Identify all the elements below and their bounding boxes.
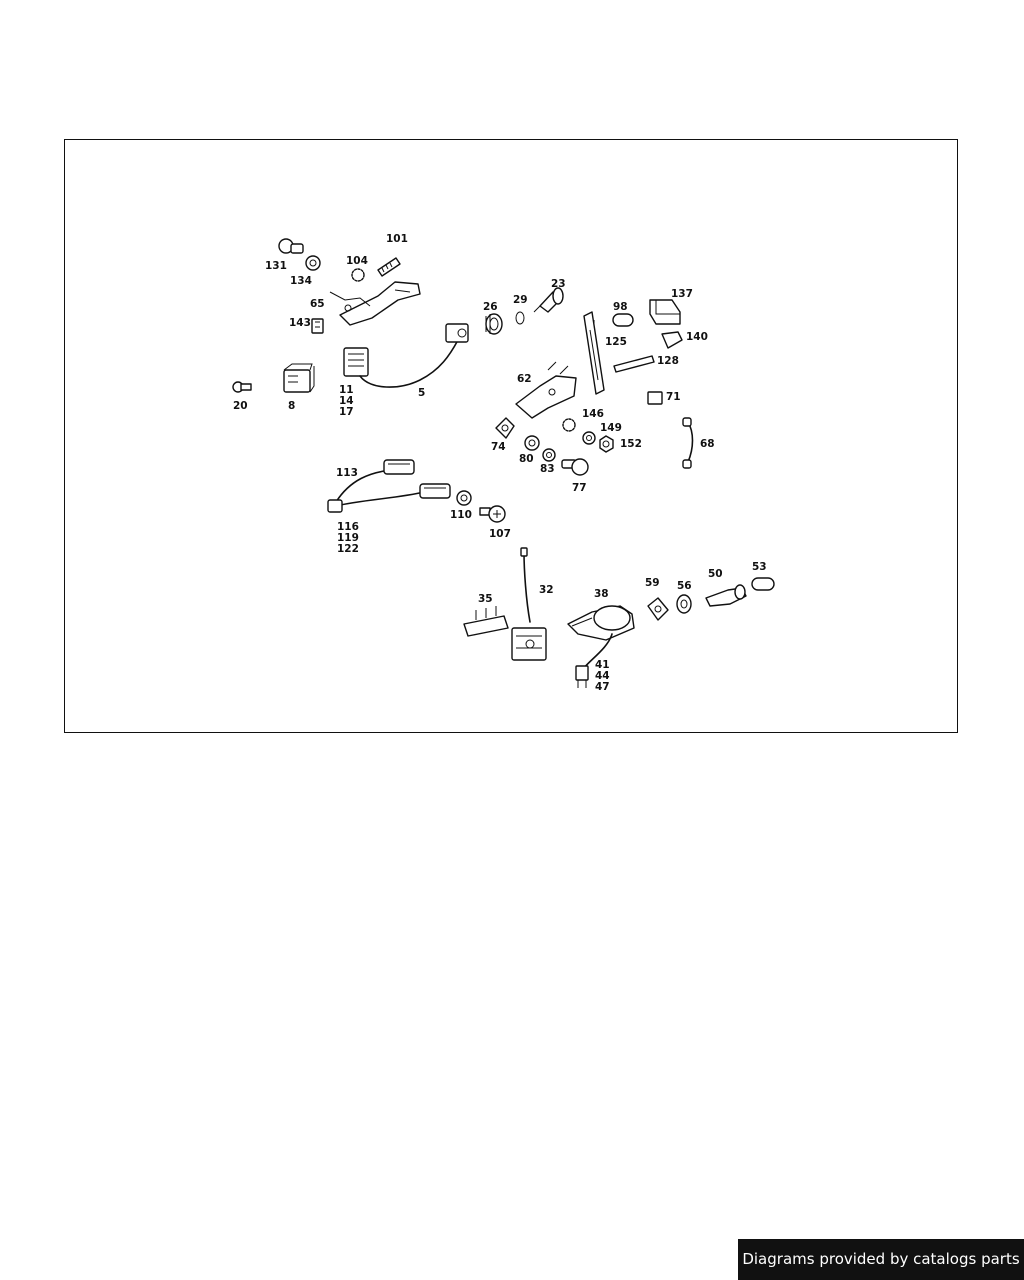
part-8-relay (283, 363, 315, 393)
part-11-connector (343, 347, 369, 377)
part-110-washer (456, 490, 472, 506)
label-8: 8 (288, 400, 295, 412)
part-149-washer (582, 431, 596, 445)
label-101: 101 (386, 233, 408, 245)
label-20: 20 (233, 400, 248, 412)
label-65: 65 (310, 298, 325, 310)
label-137: 137 (671, 288, 693, 300)
diagram-frame (64, 139, 958, 733)
label-146: 146 (582, 408, 604, 420)
label-41: 41 (595, 659, 610, 671)
part-134-washer (305, 255, 321, 271)
part-152-nut (599, 435, 614, 453)
label-68: 68 (700, 438, 715, 450)
label-29: 29 (513, 294, 528, 306)
part-32-valve (511, 627, 547, 661)
part-131-bolt (278, 238, 304, 254)
label-32: 32 (539, 584, 554, 596)
label-134: 134 (290, 275, 312, 287)
label-26: 26 (483, 301, 498, 313)
part-68-cable (682, 417, 694, 469)
label-125: 125 (605, 336, 627, 348)
part-146-gear (562, 418, 576, 432)
label-152: 152 (620, 438, 642, 450)
part-56-bushing (676, 594, 692, 614)
part-77-bolt (561, 458, 589, 476)
label-80: 80 (519, 453, 534, 465)
label-140: 140 (686, 331, 708, 343)
part-23-knob (533, 287, 564, 313)
part-65-lever (329, 281, 421, 326)
label-128: 128 (657, 355, 679, 367)
part-59-gasket (647, 597, 669, 621)
label-47: 47 (595, 681, 610, 693)
label-53: 53 (752, 561, 767, 573)
label-116: 116 (337, 521, 359, 533)
label-11: 11 (339, 384, 354, 396)
label-77: 77 (572, 482, 587, 494)
part-62-lever (515, 361, 577, 419)
part-41-plug (575, 633, 613, 688)
label-113: 113 (336, 467, 358, 479)
part-71-clip (647, 391, 663, 405)
part-137-housing (649, 299, 681, 325)
part-125-rail (583, 311, 605, 395)
part-98-bulb (612, 313, 634, 327)
label-149: 149 (600, 422, 622, 434)
label-83: 83 (540, 463, 555, 475)
part-26-grommet (485, 313, 503, 335)
part-74-bracket (495, 417, 515, 439)
part-32-cable (520, 547, 531, 623)
label-14: 14 (339, 395, 354, 407)
label-98: 98 (613, 301, 628, 313)
footer-banner: Diagrams provided by catalogs parts (738, 1239, 1024, 1280)
part-5-harness (359, 323, 469, 388)
part-113-harness (327, 459, 451, 513)
label-74: 74 (491, 441, 506, 453)
label-5: 5 (418, 387, 425, 399)
label-35: 35 (478, 593, 493, 605)
label-38: 38 (594, 588, 609, 600)
label-107: 107 (489, 528, 511, 540)
label-62: 62 (517, 373, 532, 385)
part-80-washer (524, 435, 540, 451)
part-53-cap (751, 577, 775, 591)
part-101-bolt (377, 257, 401, 277)
label-131: 131 (265, 260, 287, 272)
label-122: 122 (337, 543, 359, 555)
label-44: 44 (595, 670, 610, 682)
label-56: 56 (677, 580, 692, 592)
label-110: 110 (450, 509, 472, 521)
label-119: 119 (337, 532, 359, 544)
part-128-pin (613, 355, 655, 373)
part-83-washer (542, 448, 556, 462)
part-29-ring (515, 311, 525, 325)
label-23: 23 (551, 278, 566, 290)
label-104: 104 (346, 255, 368, 267)
part-20-bolt (232, 381, 252, 393)
part-104-gear (351, 268, 365, 282)
label-143: 143 (289, 317, 311, 329)
part-50-switch (705, 584, 747, 607)
label-50: 50 (708, 568, 723, 580)
part-38-motor (567, 605, 635, 641)
part-140-clip (661, 331, 683, 349)
part-107-screw (479, 505, 506, 523)
part-35-block (463, 606, 509, 637)
label-59: 59 (645, 577, 660, 589)
part-143-clip (311, 318, 324, 334)
label-17: 17 (339, 406, 354, 418)
label-71: 71 (666, 391, 681, 403)
